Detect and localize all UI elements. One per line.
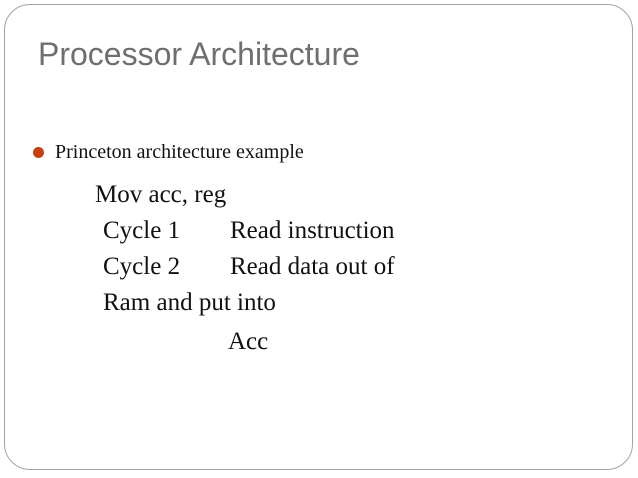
cycle-1-label: Cycle 1: [103, 217, 181, 244]
acc-line: Acc: [228, 328, 269, 355]
code-line-mov: Mov acc, reg: [95, 181, 227, 208]
cycle-1-description: Read instruction: [230, 217, 395, 244]
cycle-2-description: Read data out of: [230, 253, 395, 280]
cycle-1-row: Cycle 1 Read instruction: [103, 217, 395, 245]
bullet-item-label: Princeton architecture example: [55, 141, 304, 163]
cycle-2-continuation: Ram and put into: [103, 289, 276, 316]
bullet-icon: [33, 147, 44, 158]
bullet-item: Princeton architecture example: [33, 141, 304, 164]
cycle-2-label: Cycle 2: [103, 253, 181, 280]
page-title: Processor Architecture: [38, 36, 360, 72]
cycle-2-row: Cycle 2 Read data out of: [103, 253, 395, 281]
